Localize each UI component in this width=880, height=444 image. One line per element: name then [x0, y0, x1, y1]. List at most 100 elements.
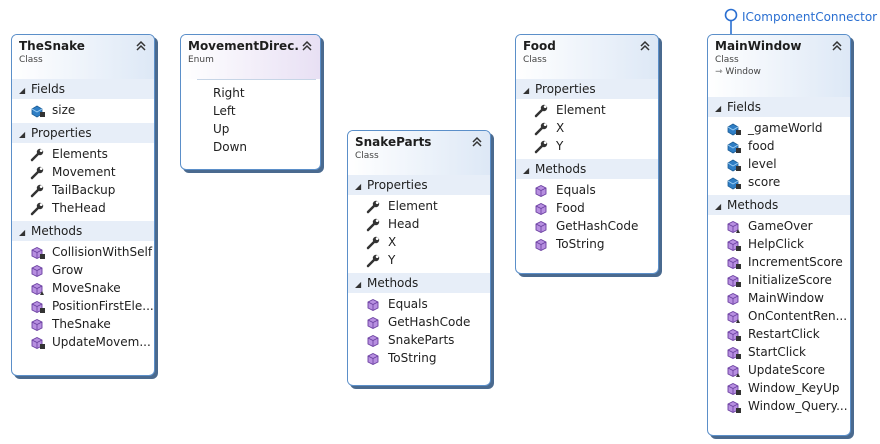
class-stereotype: Class [523, 55, 547, 65]
method-item[interactable]: TheSnake [12, 315, 154, 333]
section-methods[interactable]: ◢Methods [348, 273, 490, 293]
method-item[interactable]: Grow [12, 261, 154, 279]
field-icon [30, 104, 46, 118]
field-item[interactable]: food [708, 137, 850, 155]
expander-icon[interactable]: ◢ [523, 86, 530, 95]
field-item[interactable]: level [708, 155, 850, 173]
method-item[interactable]: IncrementScore [708, 253, 850, 271]
method-icon [726, 274, 742, 288]
section-fields[interactable]: ◢Fields [12, 79, 154, 99]
enum-name: MovementDirec... [188, 39, 298, 53]
collapse-icon[interactable] [639, 40, 651, 52]
method-item[interactable]: UpdateScore [708, 361, 850, 379]
class-stereotype: Class [715, 55, 739, 65]
expander-icon[interactable]: ◢ [19, 86, 26, 95]
expander-icon[interactable]: ◢ [19, 130, 26, 139]
property-item[interactable]: Element [348, 197, 490, 215]
method-icon [366, 334, 382, 348]
expander-icon[interactable]: ◢ [523, 166, 530, 175]
class-box-mainwindow[interactable]: MainWindow Class ⇾ Window ◢Fields _gameW… [707, 34, 851, 436]
property-item[interactable]: Head [348, 215, 490, 233]
wrench-icon [366, 254, 382, 268]
method-item[interactable]: Food [516, 199, 658, 217]
method-item[interactable]: Equals [348, 295, 490, 313]
method-icon [726, 292, 742, 306]
method-icon [726, 346, 742, 360]
method-item[interactable]: PositionFirstEle... [12, 297, 154, 315]
property-item[interactable]: TailBackup [12, 181, 154, 199]
wrench-icon [534, 104, 550, 118]
expander-icon[interactable]: ◢ [19, 228, 26, 237]
method-item[interactable]: GameOver [708, 217, 850, 235]
method-item[interactable]: Window_Query... [708, 397, 850, 415]
collapse-icon[interactable] [135, 40, 147, 52]
method-icon [366, 316, 382, 330]
class-box-food[interactable]: Food Class ◢Properties Element X Y ◢Meth… [515, 34, 659, 274]
enum-box-movementdirection[interactable]: MovementDirec... Enum Right Left Up Down [180, 34, 321, 170]
method-item[interactable]: GetHashCode [348, 313, 490, 331]
expander-icon[interactable]: ◢ [715, 104, 722, 113]
property-item[interactable]: Y [348, 251, 490, 269]
method-icon [726, 238, 742, 252]
field-item[interactable]: _gameWorld [708, 119, 850, 137]
section-methods[interactable]: ◢Methods [516, 159, 658, 179]
method-item[interactable]: UpdateMovem... [12, 333, 154, 351]
property-item[interactable]: X [348, 233, 490, 251]
collapse-icon[interactable] [831, 40, 843, 52]
section-methods[interactable]: ◢Methods [708, 195, 850, 215]
method-item[interactable]: ToString [516, 235, 658, 253]
section-properties[interactable]: ◢Properties [516, 79, 658, 99]
method-item[interactable]: StartClick [708, 343, 850, 361]
class-stereotype: Class [355, 151, 379, 161]
enum-value[interactable]: Up [213, 122, 230, 136]
expander-icon[interactable]: ◢ [355, 280, 362, 289]
field-item[interactable]: score [708, 173, 850, 191]
method-icon [30, 300, 46, 314]
method-item[interactable]: SnakeParts [348, 331, 490, 349]
method-item[interactable]: GetHashCode [516, 217, 658, 235]
section-fields[interactable]: ◢Fields [708, 97, 850, 117]
method-item[interactable]: InitializeScore [708, 271, 850, 289]
method-item[interactable]: HelpClick [708, 235, 850, 253]
method-icon [726, 328, 742, 342]
enum-value[interactable]: Left [213, 104, 236, 118]
collapse-icon[interactable] [471, 136, 483, 148]
property-item[interactable]: TheHead [12, 199, 154, 217]
property-item[interactable]: X [516, 119, 658, 137]
property-item[interactable]: Element [516, 101, 658, 119]
enum-header: MovementDirec... Enum [181, 35, 320, 79]
property-item[interactable]: Y [516, 137, 658, 155]
collapse-icon[interactable] [301, 40, 313, 52]
wrench-icon [30, 166, 46, 180]
method-item[interactable]: Equals [516, 181, 658, 199]
class-box-snakeparts[interactable]: SnakeParts Class ◢Properties Element Hea… [347, 130, 491, 386]
class-box-thesnake[interactable]: TheSnake Class ◢Fields size ◢Properties … [11, 34, 155, 376]
base-class: ⇾ Window [715, 67, 761, 77]
section-properties[interactable]: ◢Properties [12, 123, 154, 143]
property-item[interactable]: Movement [12, 163, 154, 181]
method-item[interactable]: OnContentRen... [708, 307, 850, 325]
wrench-icon [366, 200, 382, 214]
method-item[interactable]: RestartClick [708, 325, 850, 343]
field-item[interactable]: size [12, 101, 154, 119]
method-item[interactable]: MainWindow [708, 289, 850, 307]
expander-icon[interactable]: ◢ [715, 202, 722, 211]
interface-label[interactable]: IComponentConnector [742, 10, 878, 24]
section-properties[interactable]: ◢Properties [348, 175, 490, 195]
method-icon [726, 256, 742, 270]
method-icon [30, 318, 46, 332]
enum-value[interactable]: Down [213, 140, 248, 154]
property-item[interactable]: Elements [12, 145, 154, 163]
method-icon [726, 364, 742, 378]
method-item[interactable]: MoveSnake [12, 279, 154, 297]
expander-icon[interactable]: ◢ [355, 182, 362, 191]
section-methods[interactable]: ◢Methods [12, 221, 154, 241]
wrench-icon [30, 148, 46, 162]
method-item[interactable]: Window_KeyUp [708, 379, 850, 397]
wrench-icon [366, 218, 382, 232]
enum-value[interactable]: Right [213, 86, 245, 100]
method-item[interactable]: ToString [348, 349, 490, 367]
class-name: TheSnake [19, 39, 85, 53]
field-icon [726, 122, 742, 136]
method-item[interactable]: CollisionWithSelf [12, 243, 154, 261]
